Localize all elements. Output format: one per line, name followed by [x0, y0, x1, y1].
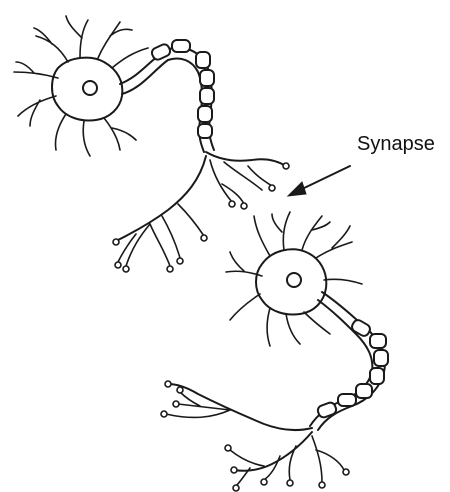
- neuron-1-axon-terminals: [113, 152, 289, 272]
- neuron-2: [161, 212, 388, 491]
- synapse-label: Synapse: [357, 133, 435, 156]
- neuron-2-axon-terminals: [161, 381, 349, 491]
- neuron-1-dendrites: [14, 16, 148, 156]
- neuron-1: [14, 16, 289, 272]
- neuron-1-myelin-sheath: [150, 40, 214, 138]
- neuron-2-myelin-sheath: [316, 318, 388, 418]
- synapse-arrow: [288, 166, 350, 196]
- neuron-1-axon: [120, 40, 214, 152]
- neuron-2-axon: [310, 292, 388, 430]
- neuron-2-dendrites: [226, 212, 362, 346]
- neuron-1-nucleus: [83, 81, 97, 95]
- neuron-2-nucleus: [287, 273, 301, 287]
- neuron-1-soma: [52, 58, 122, 121]
- neuron-2-soma: [256, 249, 326, 314]
